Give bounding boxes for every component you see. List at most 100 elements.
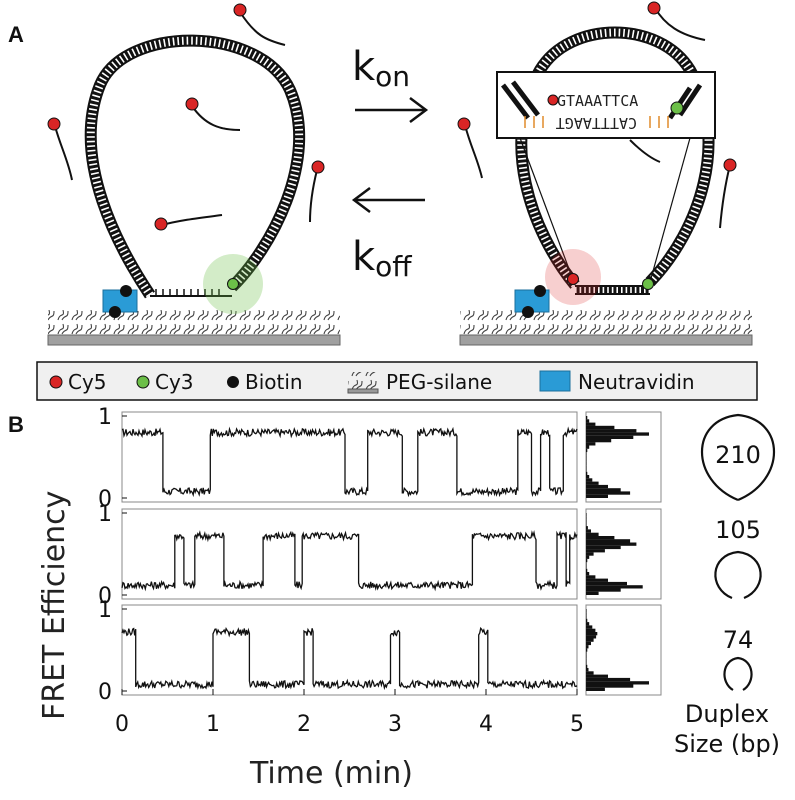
peg-layer [460, 310, 752, 336]
histogram-bar [586, 522, 587, 527]
cy5-probe [185, 97, 199, 111]
k-off-label: koff [352, 234, 412, 283]
histogram-bar [586, 516, 587, 520]
histogram-bar [586, 622, 590, 626]
histogram-bar [586, 654, 587, 659]
histogram-bar [586, 645, 589, 649]
histogram-bar [586, 687, 605, 691]
biotin-dot [120, 285, 132, 297]
cy3-dot [227, 278, 239, 290]
loop-105-icon [714, 550, 762, 600]
histogram-bar [586, 648, 588, 652]
x-tick-label: 3 [388, 712, 402, 737]
histogram-bar [586, 461, 587, 466]
histogram-bar [586, 664, 588, 669]
histogram-bar [586, 568, 588, 573]
histogram-bar [586, 448, 588, 453]
histogram-bar [586, 529, 591, 533]
histogram-bar [586, 519, 587, 523]
legend-label-neutravidin: Neutravidin [578, 370, 695, 394]
rate-constants: kon koff [351, 44, 429, 283]
cy5-dot [567, 273, 579, 285]
histogram-bar [586, 549, 605, 553]
histogram-bar [586, 635, 597, 639]
x-tick-label: 4 [479, 712, 493, 737]
scene-bound-loop: GTAAATTCA CATTTAAGT [457, 1, 753, 346]
legend-box [36, 361, 758, 401]
histogram-bar [586, 575, 596, 579]
histogram-bar [586, 439, 612, 443]
histogram-bar [586, 481, 599, 485]
y-tick-label: 1 [98, 502, 112, 527]
biotin-dot [109, 306, 121, 318]
histogram-bar [586, 455, 587, 459]
histogram-bar [586, 513, 587, 517]
histogram-bar [586, 661, 587, 665]
trace-plot-frame [121, 604, 578, 696]
histogram-bar [586, 539, 631, 543]
histogram-bar [586, 651, 587, 655]
histogram-bar [586, 468, 587, 472]
duplex-label-line2: Size (bp) [674, 730, 780, 758]
cy5-probe [311, 160, 325, 174]
histogram-bar [586, 419, 590, 423]
legend-label-biotin: Biotin [245, 370, 303, 394]
cy5-probe [647, 1, 661, 15]
loop-size-schematics: 210 105 74 Duplex Size (bp) [674, 413, 780, 758]
histogram-bar [586, 572, 590, 576]
histogram-bar [586, 471, 588, 476]
histogram-bar [586, 578, 608, 582]
histogram-bar [586, 536, 615, 540]
peg-layer [48, 310, 340, 336]
histogram-bar [586, 612, 587, 616]
legend-label-cy3: Cy3 [155, 370, 194, 394]
legend-label-cy5: Cy5 [68, 370, 107, 394]
histogram-bar [586, 555, 590, 559]
cy5-probe [47, 117, 61, 131]
histogram-bar [586, 609, 587, 613]
histogram-bar [586, 465, 587, 469]
glass-surface [459, 334, 753, 346]
cy5-probe [233, 3, 247, 17]
panel-b-letter: B [8, 412, 24, 437]
histogram-bar [586, 638, 594, 642]
fret-trace-line [121, 530, 578, 592]
probe-sequence: GTAAATTCA [557, 92, 638, 110]
histogram-bar [586, 591, 599, 595]
histogram-bar [586, 552, 594, 556]
y-tick-label: 1 [98, 598, 112, 623]
histogram-bar [586, 565, 587, 569]
x-tick-label: 0 [115, 712, 129, 737]
legend-label-peg-silane: PEG-silane [386, 370, 492, 394]
histogram-bar [586, 452, 587, 456]
cy3-dot [642, 278, 654, 290]
histogram-bar [586, 526, 588, 530]
target-sequence: CATTTAAGT [556, 114, 637, 132]
histogram-bar [586, 542, 637, 546]
red-dot-icon [49, 375, 63, 389]
x-tick-label: 1 [206, 712, 220, 737]
histogram-bar [586, 494, 608, 498]
trace-plot-frame [121, 508, 578, 600]
histogram-bar [586, 475, 590, 479]
trace-plot-frame [121, 411, 578, 503]
fret-trace-line [121, 626, 578, 691]
histogram-bar [586, 581, 627, 586]
x-axis-title: Time (min) [249, 756, 413, 791]
histogram-bar [586, 484, 608, 489]
black-dot-icon [227, 376, 239, 388]
biotin-dot [522, 306, 534, 318]
green-dot-icon [136, 375, 150, 389]
histogram-bar [586, 632, 598, 636]
biotin-dot [534, 285, 546, 297]
free-probes [54, 11, 318, 226]
histogram-bar [586, 674, 608, 678]
cy5-probe [723, 158, 737, 172]
histogram-bar [586, 429, 637, 433]
loop-210-icon [701, 413, 775, 502]
panel-a-letter: A [8, 22, 24, 47]
histogram-bar [586, 488, 621, 492]
histogram-bar [586, 641, 591, 646]
histogram-bar [586, 684, 634, 688]
